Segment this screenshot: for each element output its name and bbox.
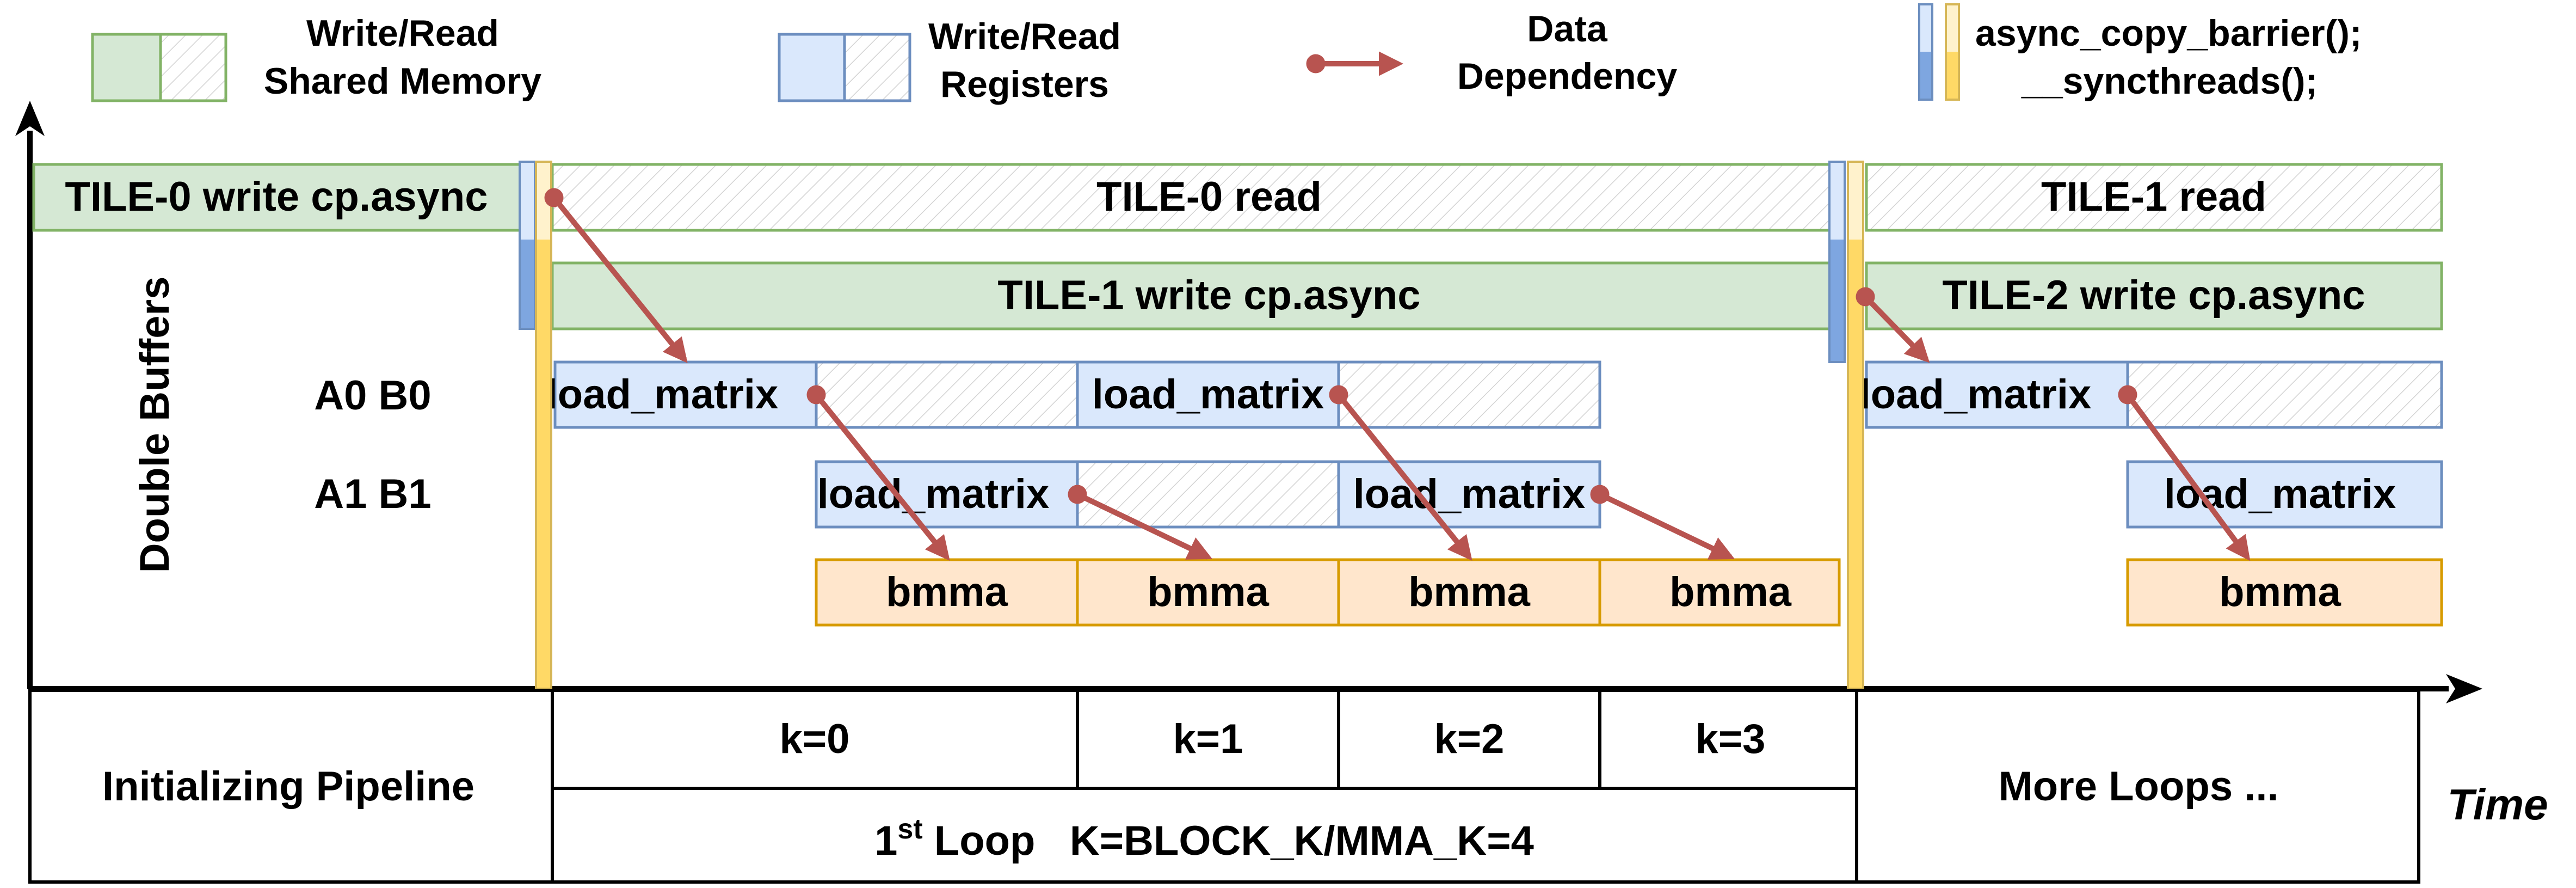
shared-memory-bars: TILE-0 write cp.async TILE-0 read TILE-1… — [32, 163, 2443, 330]
bmma-label: bmma — [1147, 569, 1269, 615]
bmma-label: bmma — [2219, 569, 2341, 615]
tile1-write-label: TILE-1 write cp.async — [997, 272, 1420, 319]
tile1-read-label: TILE-1 read — [2041, 174, 2266, 220]
y-axis-label: Double Buffers — [132, 277, 178, 573]
table-loop-label: 1st Loop K=BLOCK_K/MMA_K=4 — [874, 813, 1534, 864]
tile2-write-label: TILE-2 write cp.async — [1942, 272, 2365, 319]
timeline-table — [28, 689, 2420, 884]
tile2-write-bar — [1865, 261, 2443, 330]
tile1-write-bar — [551, 261, 1838, 330]
x-axis-label: Time — [2447, 780, 2548, 829]
tile1-read-bar — [1865, 163, 2443, 232]
legend-barrier-swatch-fill — [1920, 52, 1931, 99]
dependency-arrow — [1856, 287, 1930, 363]
bmma-bar — [1337, 558, 1601, 627]
load-matrix-label: load_matrix — [1859, 371, 2092, 418]
dependency-arrow — [1329, 385, 1472, 561]
table-border — [28, 689, 2420, 884]
syncthreads-barrier-fill — [537, 240, 550, 688]
legend-registers-hatched — [843, 33, 911, 102]
legend-barrier-label: async_copy_barrier(); — [1975, 13, 2362, 54]
x-axis-arrowhead — [2446, 674, 2482, 703]
bmma-label: bmma — [886, 569, 1008, 615]
register-read-bar — [1337, 360, 1601, 429]
table-init-label: Initializing Pipeline — [102, 763, 474, 810]
load-matrix-bar — [1076, 360, 1340, 429]
register-read-bar — [815, 360, 1079, 429]
bmma-label: bmma — [1669, 569, 1792, 615]
bmma-bar — [815, 558, 1079, 627]
dependency-arrow — [806, 385, 950, 561]
load-matrix-label: load_matrix — [546, 371, 779, 418]
bmma-bar — [1598, 558, 1841, 627]
row-label-a0-b0: A0 B0 — [314, 372, 431, 419]
table-k0-label: k=0 — [780, 716, 850, 762]
register-read-bar — [1076, 460, 1340, 529]
legend-shared-solid — [91, 33, 162, 102]
bmma-bar — [1076, 558, 1340, 627]
barriers — [519, 161, 1864, 690]
dependency-arrow — [2118, 385, 2251, 561]
async-copy-barrier-fill — [521, 240, 534, 328]
legend: Write/Read Shared Memory Write/Read Regi… — [91, 3, 2362, 105]
register-read-bar — [2126, 360, 2443, 429]
load-matrix-label: load_matrix — [817, 471, 1050, 517]
legend-registers-label-line2: Registers — [940, 64, 1109, 105]
row-label-a1-b1: A1 B1 — [314, 471, 431, 517]
table-k2-label: k=2 — [1434, 716, 1505, 762]
legend-shared-hatched — [159, 33, 227, 102]
legend-sync-label: __syncthreads(); — [2021, 60, 2318, 102]
async-copy-barrier-fill — [1831, 240, 1844, 361]
legend-shared-label-line1: Write/Read — [306, 13, 499, 54]
legend-registers-label-line1: Write/Read — [928, 16, 1121, 57]
legend-dependency-label-line2: Dependency — [1457, 56, 1678, 97]
legend-dependency-label-line1: Data — [1527, 8, 1608, 50]
table-k3-label: k=3 — [1696, 716, 1766, 762]
tile0-write-label: TILE-0 write cp.async — [65, 174, 488, 220]
y-axis-arrowhead — [15, 101, 45, 136]
bmma-bar — [2126, 558, 2443, 627]
legend-sync-swatch-fill — [1947, 52, 1958, 99]
dependency-arrows — [544, 188, 2251, 561]
load-matrix-label: load_matrix — [1353, 471, 1586, 517]
dependency-arrow — [1068, 485, 1213, 560]
dependency-arrow — [1590, 485, 1735, 560]
load-matrix-label: load_matrix — [1092, 371, 1324, 418]
bmma-label: bmma — [1408, 569, 1531, 615]
tile0-read-label: TILE-0 read — [1096, 174, 1322, 220]
tile0-read-bar — [551, 163, 1838, 232]
legend-registers-solid — [778, 33, 846, 102]
register-bars: load_matrix load_matrix load_matrix load… — [546, 360, 2443, 529]
syncthreads-barrier-fill — [1849, 240, 1862, 688]
table-more-label: More Loops ... — [1998, 763, 2278, 810]
table-k1-label: k=1 — [1173, 716, 1243, 762]
dependency-arrow — [544, 188, 688, 364]
bmma-bars: bmma bmma bmma bmma bmma — [815, 558, 2443, 627]
legend-shared-label-line2: Shared Memory — [264, 60, 541, 102]
